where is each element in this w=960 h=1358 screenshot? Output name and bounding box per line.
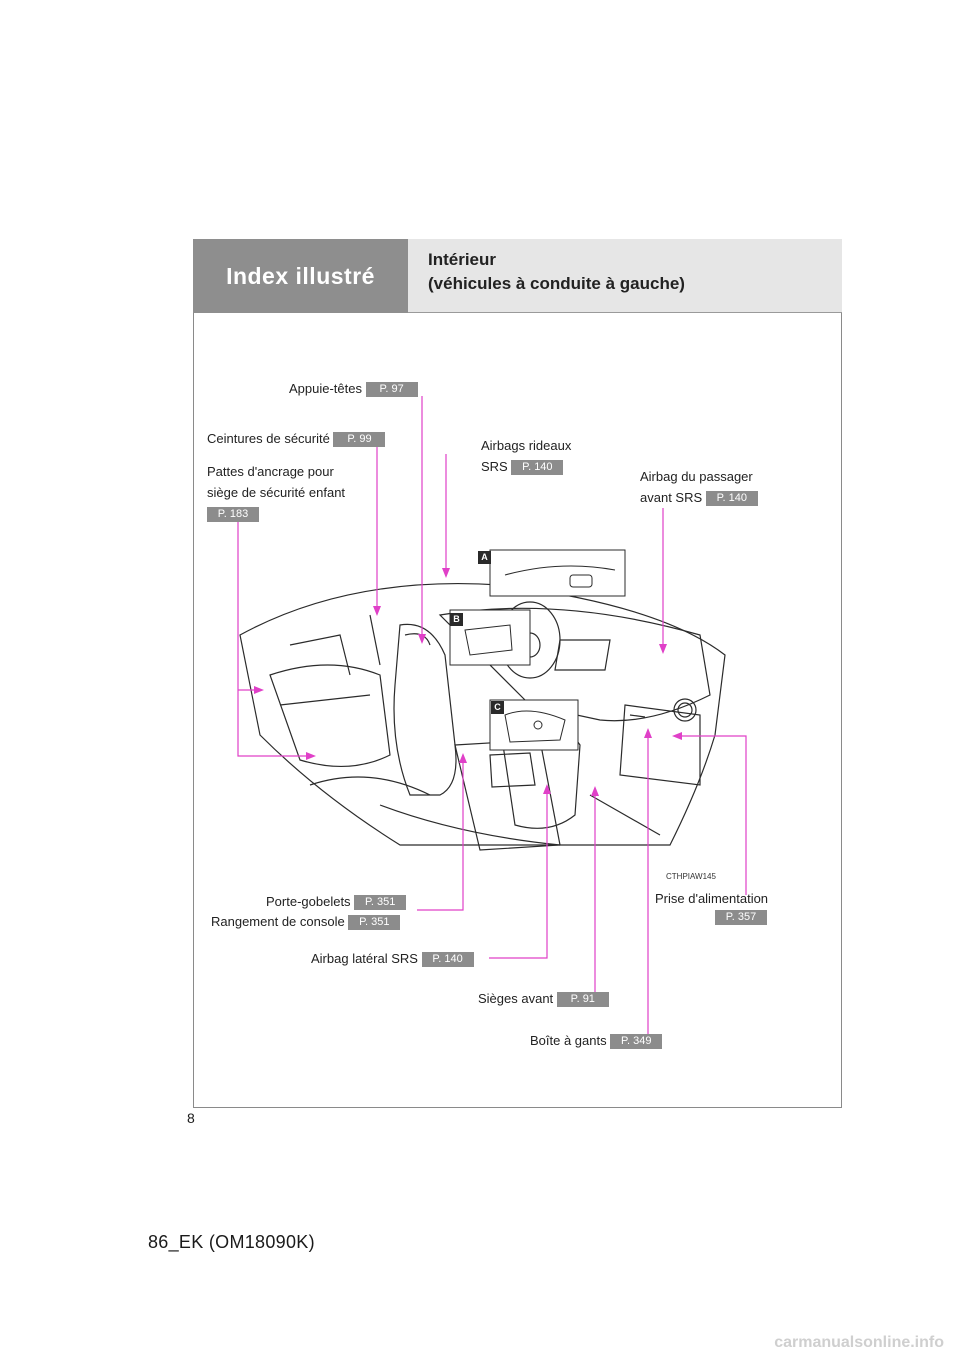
callout-label-line2: SRS bbox=[481, 459, 508, 474]
callout-curtain-airbags: Airbags rideaux SRS P. 140 bbox=[481, 437, 572, 476]
callout-glove-box: Boîte à gants P. 349 bbox=[530, 1032, 663, 1050]
inset-tag-c: C bbox=[491, 701, 504, 714]
callout-passenger-airbag: Airbag du passager avant SRS P. 140 bbox=[640, 468, 758, 507]
callout-label-line2: avant SRS bbox=[640, 490, 703, 505]
callout-headrests: Appuie-têtes P. 97 bbox=[289, 380, 418, 398]
page-ref-console-box[interactable]: P. 351 bbox=[348, 915, 401, 931]
callout-label-line1: Pattes d'ancrage pour bbox=[207, 464, 334, 479]
callout-label: Porte-gobelets bbox=[266, 894, 351, 909]
callout-console-box: Rangement de console P. 351 bbox=[211, 913, 401, 931]
callout-label: Prise d'alimentation bbox=[655, 891, 769, 906]
callout-label: Sièges avant bbox=[478, 991, 554, 1006]
section-title: Index illustré bbox=[226, 262, 375, 289]
page-title: Intérieur (véhicules à conduite à gauche… bbox=[428, 250, 685, 293]
page-ref-side-airbag[interactable]: P. 140 bbox=[421, 952, 474, 968]
callout-cup-holders: Porte-gobelets P. 351 bbox=[266, 893, 407, 911]
page-ref-power-outlet[interactable]: P. 357 bbox=[715, 910, 767, 925]
page-number: 8 bbox=[187, 1110, 195, 1126]
section-tab: Index illustré bbox=[193, 239, 408, 313]
callout-seatbelts: Ceintures de sécurité P. 99 bbox=[207, 430, 386, 448]
callout-label-line1: Airbags rideaux bbox=[481, 438, 572, 453]
header-bar: Intérieur (véhicules à conduite à gauche… bbox=[408, 239, 842, 313]
illustration-code: CTHPIAW145 bbox=[666, 872, 716, 881]
callout-label: Airbag latéral SRS bbox=[311, 951, 418, 966]
page-ref-glove-box[interactable]: P. 349 bbox=[610, 1034, 663, 1050]
callout-label-line1: Airbag du passager bbox=[640, 469, 753, 484]
document-code: 86_EK (OM18090K) bbox=[148, 1232, 315, 1252]
callout-label: Ceintures de sécurité bbox=[207, 431, 330, 446]
callout-label-line2: siège de sécurité enfant bbox=[207, 485, 346, 500]
callout-side-airbag: Airbag latéral SRS P. 140 bbox=[311, 950, 474, 968]
callout-label: Appuie-têtes bbox=[289, 381, 362, 396]
watermark: carmanualsonline.info bbox=[774, 1334, 944, 1351]
inset-tag-a: A bbox=[478, 551, 491, 564]
callout-power-outlet: Prise d'alimentation bbox=[655, 890, 768, 907]
callout-label: Rangement de console bbox=[211, 914, 345, 929]
page-ref-headrests[interactable]: P. 97 bbox=[365, 382, 418, 398]
page-ref-cup-holders[interactable]: P. 351 bbox=[354, 895, 407, 911]
page-ref-curtain-airbags[interactable]: P. 140 bbox=[511, 460, 564, 476]
callout-label: Boîte à gants bbox=[530, 1033, 607, 1048]
callout-front-seats: Sièges avant P. 91 bbox=[478, 990, 609, 1008]
callout-child-anchors: Pattes d'ancrage pour siège de sécurité … bbox=[207, 463, 346, 523]
page-ref-child-anchors[interactable]: P. 183 bbox=[207, 507, 259, 523]
page-ref-seatbelts[interactable]: P. 99 bbox=[333, 432, 386, 448]
inset-tag-b: B bbox=[450, 613, 463, 626]
page-ref-front-seats[interactable]: P. 91 bbox=[556, 992, 609, 1008]
page-ref-passenger-airbag[interactable]: P. 140 bbox=[705, 491, 758, 507]
